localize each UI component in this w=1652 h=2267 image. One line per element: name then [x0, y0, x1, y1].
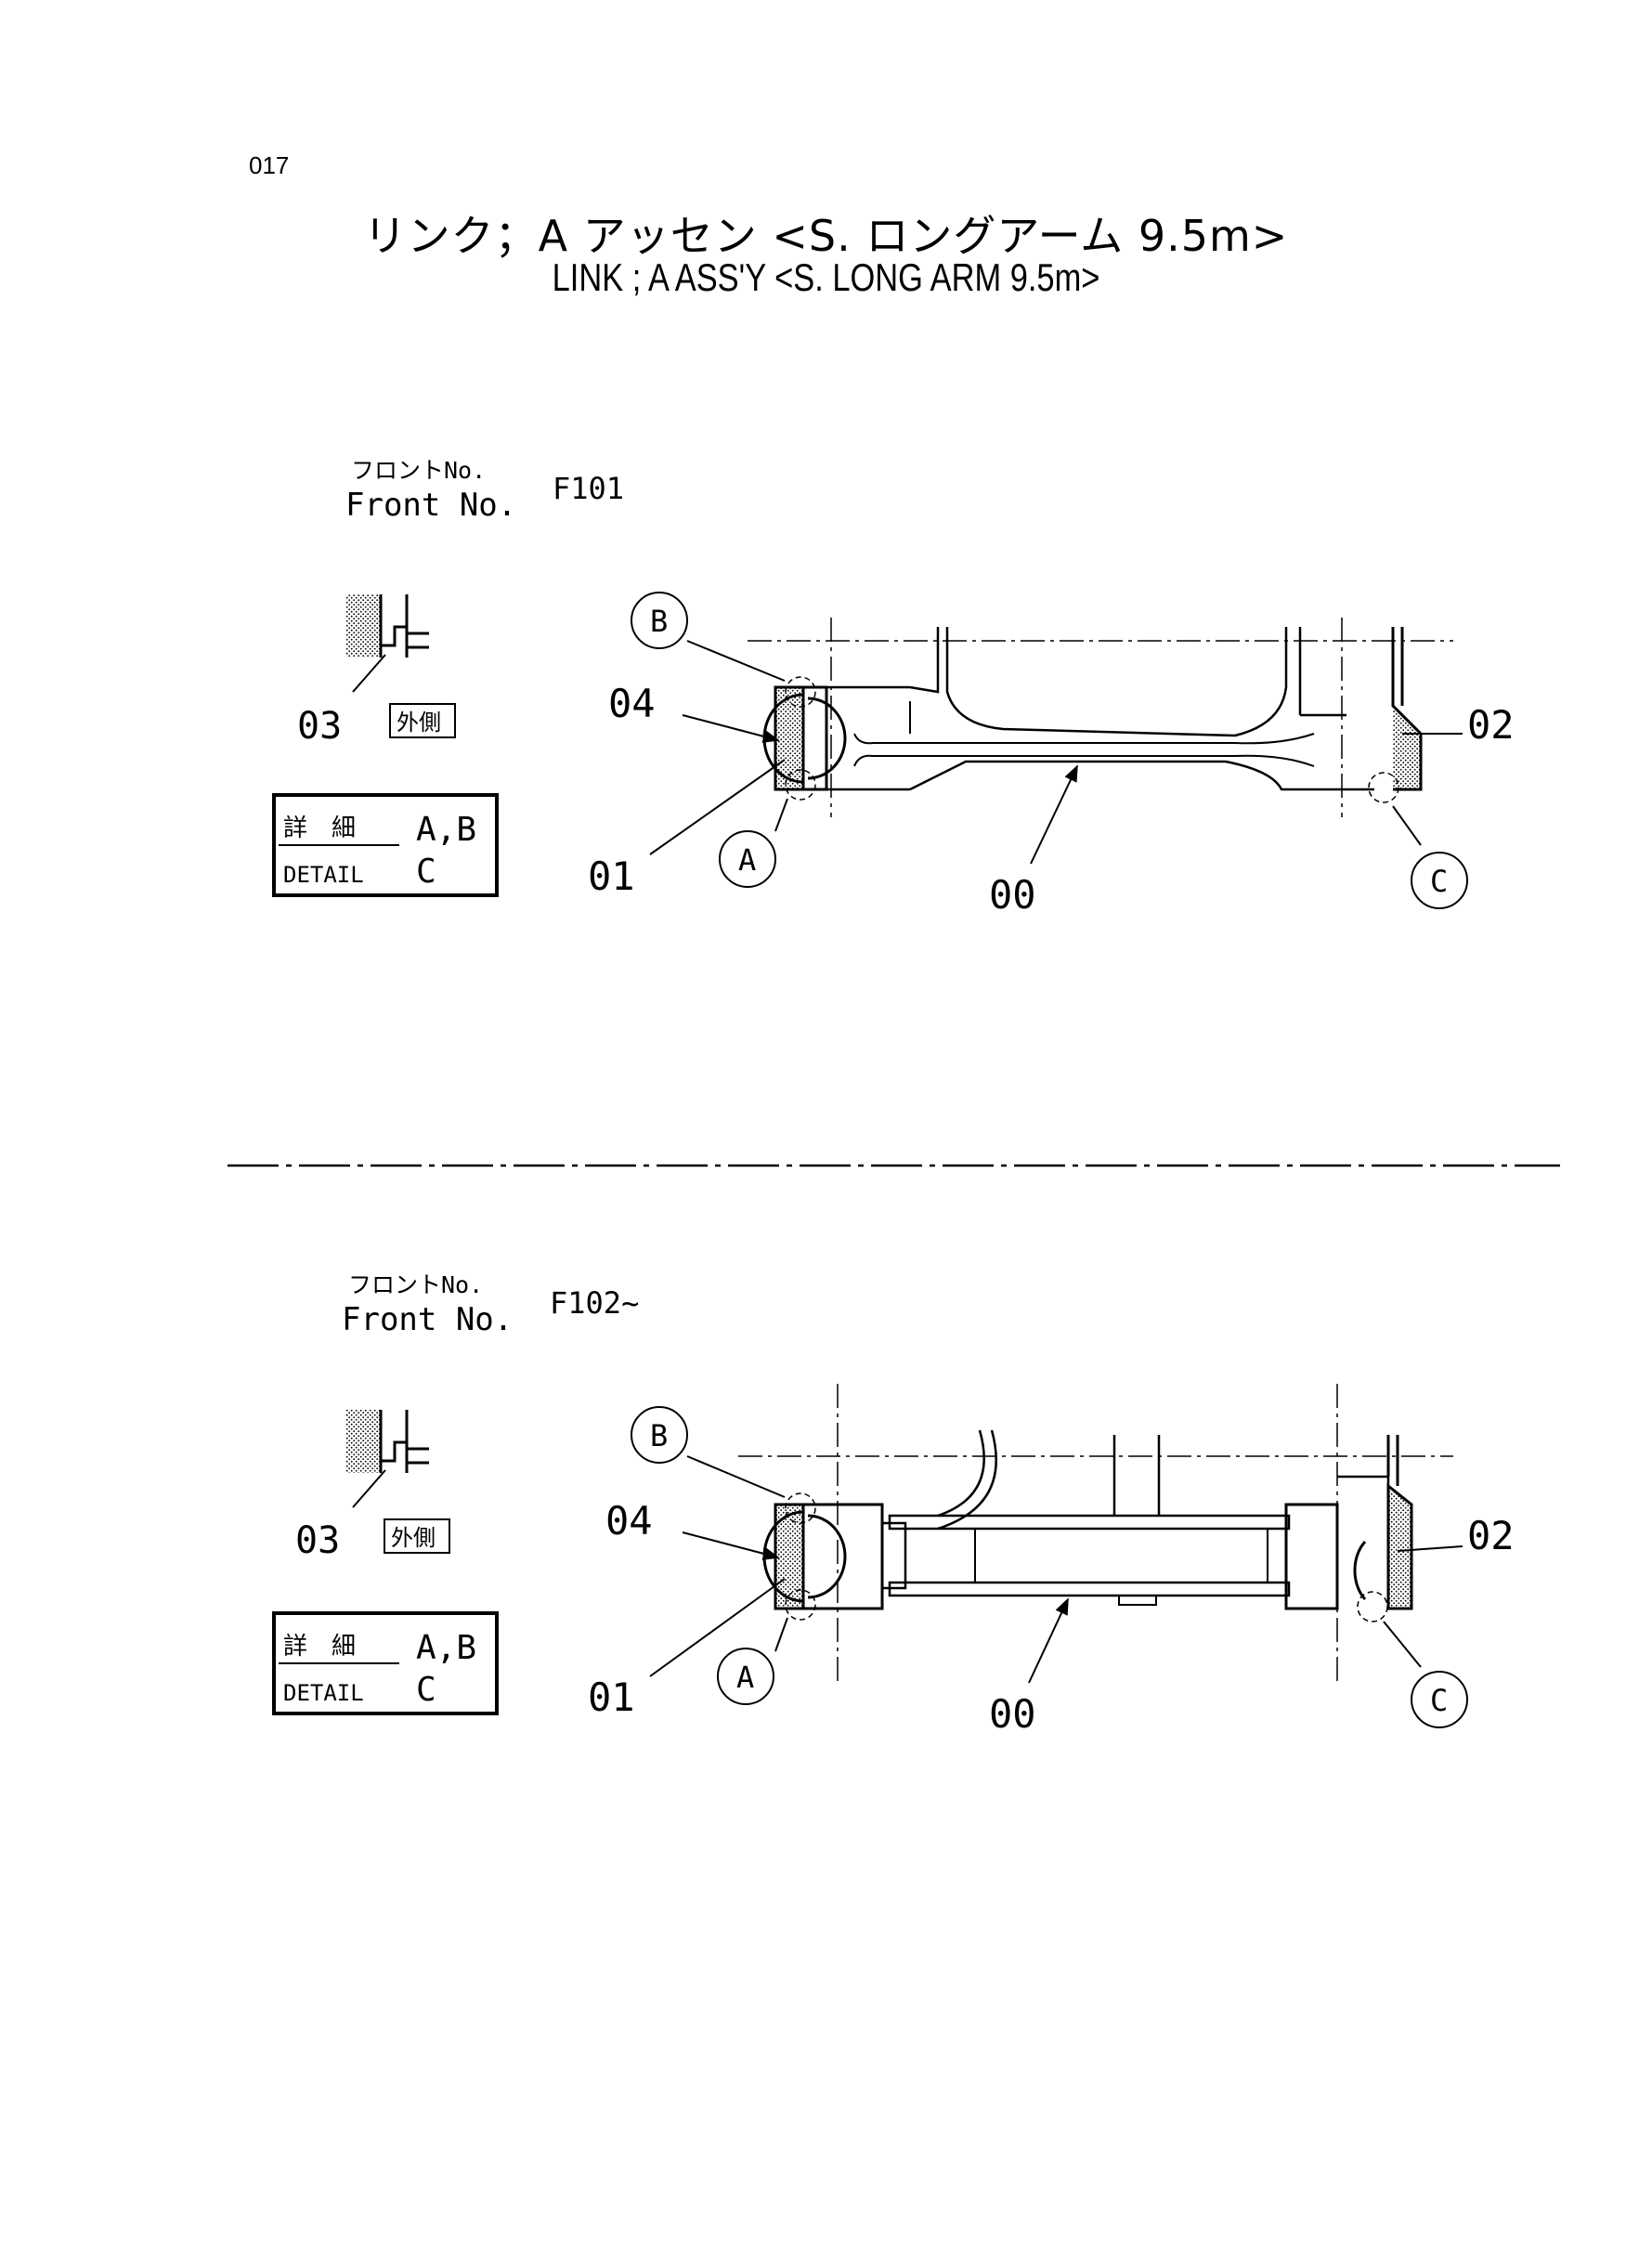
callout-a: A	[736, 1660, 754, 1695]
inset-tag: 外側	[391, 1525, 436, 1551]
detail-ab: A,B	[416, 811, 476, 849]
callout-b: B	[650, 1418, 668, 1453]
front-value: F102~	[550, 1285, 639, 1321]
callout-a: A	[738, 842, 756, 878]
detail-label-jp: 詳 細	[283, 814, 356, 842]
part-01: 01	[588, 853, 635, 899]
detail-label-en: DETAIL	[283, 862, 364, 888]
page-number: 017	[249, 151, 290, 179]
detail-c: C	[416, 853, 436, 891]
detail-box: 詳 細 A,B DETAIL C	[272, 1611, 499, 1715]
inset-part-number: 03	[295, 1519, 340, 1562]
link-assembly-drawing	[649, 1384, 1463, 1684]
front-label-en: Front No.	[345, 487, 516, 524]
part-02: 02	[1467, 702, 1515, 748]
front-label-jp: フロントNo.	[351, 457, 486, 484]
section-f101: フロントNo. Front No. F101 03 外側 詳 細 A,B DET…	[272, 457, 1515, 918]
callout-c: C	[1430, 1683, 1448, 1718]
inset-detail-03: 03 外側	[295, 1410, 450, 1562]
detail-ab: A,B	[416, 1629, 476, 1667]
inset-tag: 外側	[397, 710, 441, 736]
part-00: 00	[989, 872, 1036, 918]
title-japanese: リンク；A アッセン <S. ロングアーム 9.5m>	[363, 211, 1289, 261]
part-02: 02	[1467, 1513, 1515, 1558]
link-assembly-drawing	[649, 618, 1463, 865]
detail-label-en: DETAIL	[283, 1680, 364, 1706]
detail-c: C	[416, 1671, 436, 1709]
part-04: 04	[605, 1498, 653, 1544]
inset-part-number: 03	[297, 705, 342, 748]
section-f102: フロントNo. Front No. F102~ 03 外側 詳 細 A,B DE…	[272, 1271, 1515, 1737]
detail-label-jp: 詳 細	[283, 1633, 356, 1661]
part-00: 00	[989, 1691, 1036, 1737]
part-04: 04	[608, 681, 656, 726]
callout-b: B	[650, 604, 668, 639]
inset-detail-03: 03 外側	[297, 594, 456, 748]
front-label-en: Front No.	[342, 1301, 513, 1338]
callout-c: C	[1430, 864, 1448, 899]
title-english: LINK ; A ASS'Y <S. LONG ARM 9.5m>	[552, 255, 1100, 299]
front-label-jp: フロントNo.	[348, 1271, 483, 1298]
part-01: 01	[588, 1674, 635, 1720]
front-value: F101	[553, 471, 624, 506]
detail-box: 詳 細 A,B DETAIL C	[272, 793, 499, 897]
